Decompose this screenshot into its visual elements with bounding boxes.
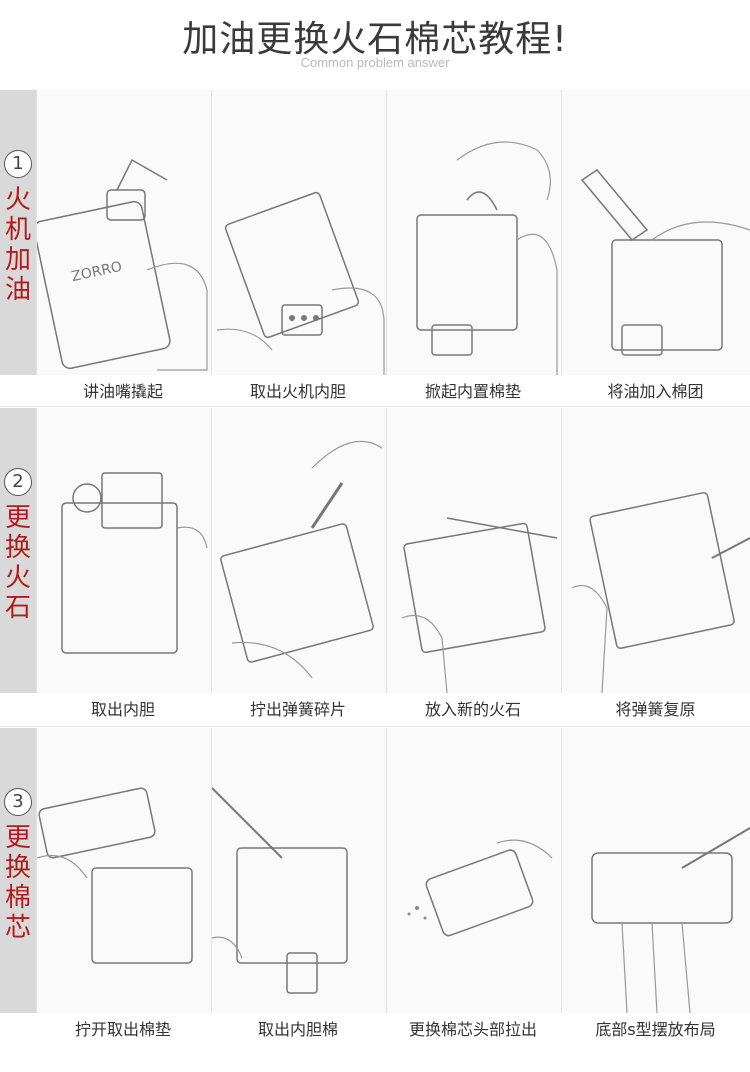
step-caption: 将油加入棉团 — [561, 378, 750, 406]
section-label: 火机加油 — [4, 185, 32, 305]
step-caption: 拧出弹簧碎片 — [211, 696, 385, 724]
section-label: 更换火石 — [4, 503, 32, 623]
illustration-remove-pad — [36, 728, 211, 1013]
step-caption: 拧开取出棉垫 — [36, 1016, 210, 1044]
page-subtitle: Common problem answer — [0, 55, 750, 70]
section-replace-wick: 3 更换棉芯 拧开取出棉垫 取出内胆棉 更换棉芯头部拉出 底 — [0, 728, 750, 1046]
illustration-add-fuel — [561, 90, 750, 375]
step-caption: 放入新的火石 — [386, 696, 560, 724]
step-caption: 取出内胆棉 — [211, 1016, 385, 1044]
illustration-insert-flint — [386, 408, 561, 693]
step-number-badge: 2 — [4, 468, 32, 496]
step-number-badge: 3 — [4, 788, 32, 816]
section-label: 更换棉芯 — [4, 823, 32, 943]
step-caption: 掀起内置棉垫 — [386, 378, 560, 406]
illustration-take-insert — [36, 408, 211, 693]
illustration-unscrew-spring — [211, 408, 386, 693]
step-caption: 讲油嘴撬起 — [36, 378, 210, 406]
step-caption: 将弹簧复原 — [561, 696, 750, 724]
page-header: 加油更换火石棉芯教程! Common problem answer — [0, 0, 750, 90]
section-sidebar: 1 火机加油 — [0, 90, 36, 375]
section-refuel: 1 火机加油 ZORRO — [0, 90, 750, 408]
svg-text:ZORRO: ZORRO — [70, 259, 123, 285]
illustration-remove-insert — [211, 90, 386, 375]
illustration-open-nozzle: ZORRO — [36, 90, 211, 375]
illustration-lift-pad — [386, 90, 561, 375]
step-number-badge: 1 — [4, 150, 32, 178]
step-caption: 底部s型摆放布局 — [561, 1016, 750, 1044]
section-sidebar: 2 更换火石 — [0, 408, 36, 693]
illustration-pull-wick — [386, 728, 561, 1013]
step-caption: 取出内胆 — [36, 696, 210, 724]
illustration-remove-cotton — [211, 728, 386, 1013]
section-divider — [0, 406, 750, 407]
illustration-restore-spring — [561, 408, 750, 693]
section-divider — [0, 726, 750, 727]
section-replace-flint: 2 更换火石 取出内胆 拧出弹簧碎片 放入新的火石 — [0, 408, 750, 726]
illustration-arrange-wick — [561, 728, 750, 1013]
step-caption: 取出火机内胆 — [211, 378, 385, 406]
step-caption: 更换棉芯头部拉出 — [386, 1016, 560, 1044]
section-sidebar: 3 更换棉芯 — [0, 728, 36, 1013]
